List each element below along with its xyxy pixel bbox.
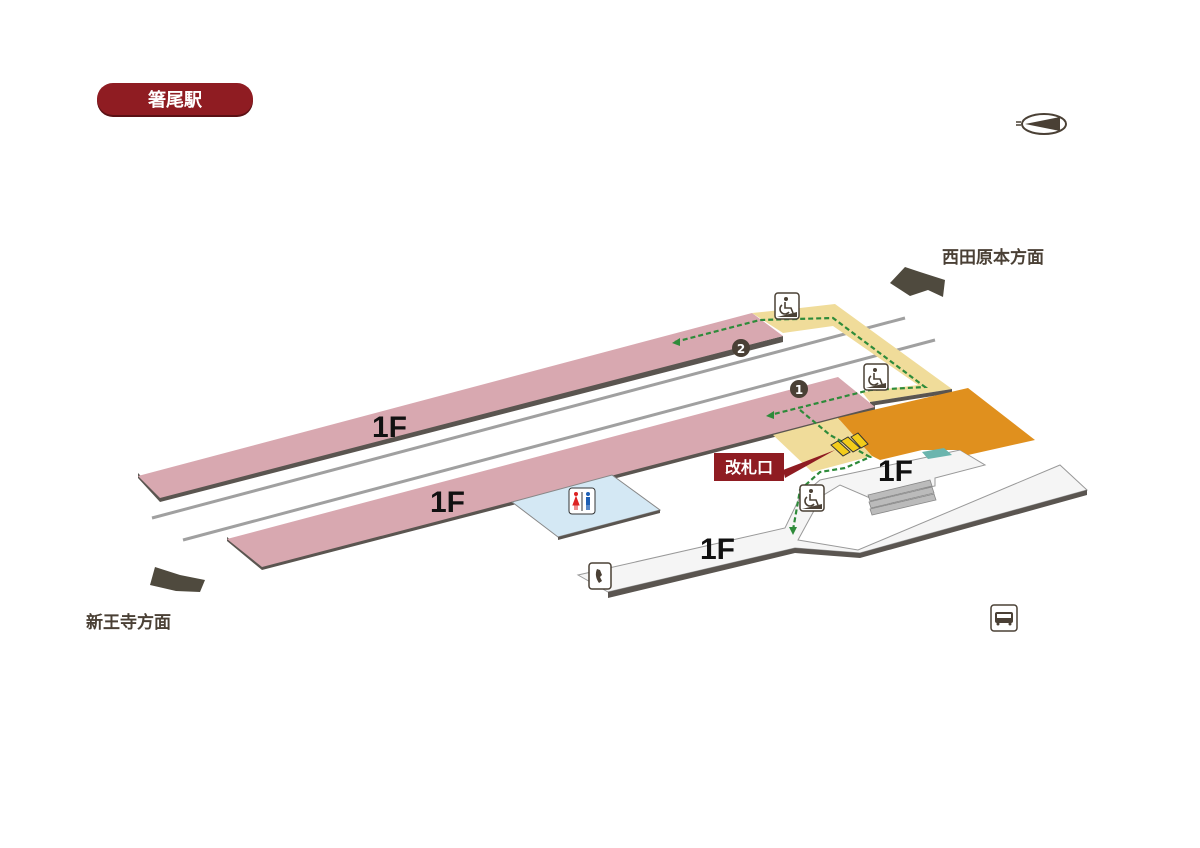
wheelchair-ramp-icon bbox=[774, 292, 800, 320]
station-building bbox=[838, 388, 1035, 460]
floor-label: 1F bbox=[372, 411, 407, 444]
ticket-gate-area bbox=[773, 418, 872, 472]
svg-text:2: 2 bbox=[737, 342, 745, 356]
arrow-west-icon bbox=[150, 567, 205, 592]
ticket-gate-label-box bbox=[714, 453, 784, 481]
platform-1 bbox=[227, 377, 875, 570]
north-compass-icon bbox=[1016, 113, 1067, 135]
platform-2 bbox=[138, 313, 783, 502]
arrow-east-icon bbox=[890, 267, 945, 297]
direction-east-label: 西田原本方面 bbox=[942, 248, 1044, 268]
direction-west-label: 新王寺方面 bbox=[86, 613, 171, 633]
stairs bbox=[867, 479, 937, 516]
toilet-icon bbox=[568, 487, 596, 515]
floor-label: 1F bbox=[700, 533, 735, 566]
ticket-gate-label: 改札口 bbox=[725, 458, 773, 477]
platform-marker-1: 1 bbox=[790, 380, 808, 398]
track bbox=[151, 316, 906, 520]
wheelchair-ramp-icon bbox=[863, 363, 889, 391]
floor-label: 1F bbox=[878, 455, 913, 488]
track bbox=[182, 338, 936, 542]
svg-text:1: 1 bbox=[795, 383, 803, 397]
platform-marker-2: 2 bbox=[732, 339, 750, 357]
ticket-gate-icon bbox=[830, 432, 869, 457]
wheelchair-ramp-icon bbox=[799, 484, 825, 512]
bus-icon bbox=[990, 604, 1018, 632]
floor-label: 1F bbox=[430, 486, 465, 519]
concourse bbox=[576, 449, 1088, 598]
phone-icon bbox=[588, 562, 612, 590]
overpass-corridor bbox=[752, 304, 952, 406]
station-name-badge: 箸尾駅 bbox=[97, 83, 253, 115]
